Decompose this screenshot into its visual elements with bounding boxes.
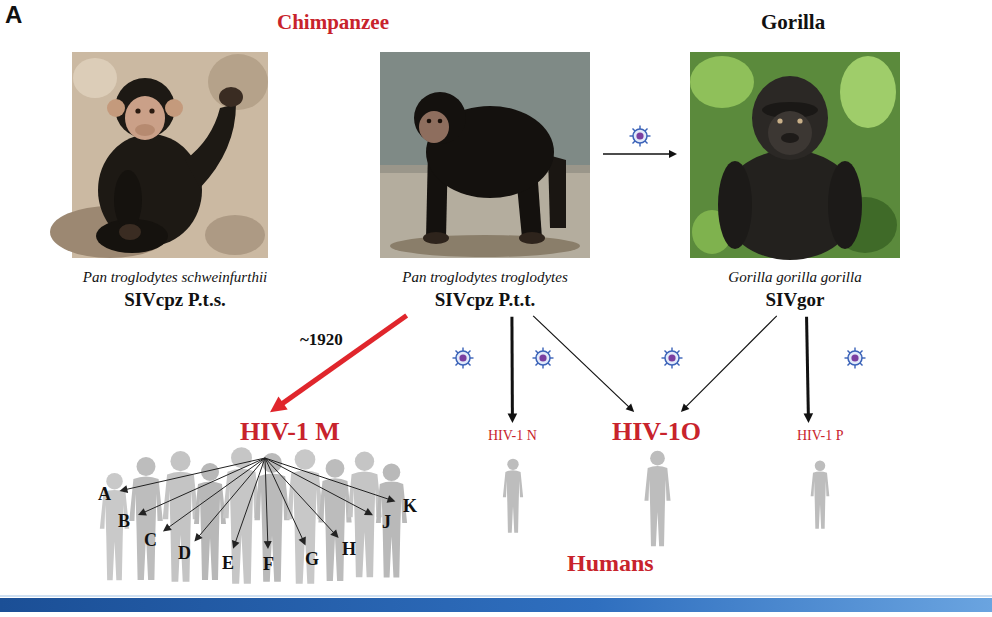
subtype-letter: H (342, 539, 356, 560)
group-name: HIV-1 M (240, 416, 340, 447)
human-figure (811, 461, 830, 529)
panel-letter: A (5, 1, 22, 29)
arrowhead (364, 508, 373, 515)
connector-line (533, 316, 629, 407)
arrowhead (681, 403, 689, 411)
connector-line (265, 458, 389, 499)
human-figure (644, 451, 670, 547)
heading: Humans (567, 550, 654, 578)
connector-line (144, 458, 265, 512)
connector-line (282, 316, 406, 404)
hiv-group: HIV-1 N (482, 426, 543, 447)
arrowhead (264, 541, 272, 549)
species-panel: Pan troglodytes troglodytesSIVcpz P.t.t. (370, 52, 600, 314)
arrowhead (626, 404, 635, 412)
subtype-letter: B (118, 511, 130, 532)
species-name: Pan troglodytes troglodytes (370, 268, 600, 286)
arrowhead (163, 523, 172, 531)
arrowhead (270, 396, 288, 412)
connector-arrow (533, 316, 634, 412)
connector-line (199, 458, 265, 536)
subtype-letter: D (178, 543, 191, 564)
hiv-group: HIV-1 P (791, 426, 850, 447)
date-label: ~1920 (298, 330, 345, 350)
subtype-letter: K (403, 496, 417, 517)
hiv-group: HIV-1O (606, 414, 707, 449)
subtype-letter: F (263, 554, 274, 575)
subtype-letter: G (305, 549, 319, 570)
species-name: Gorilla gorilla gorilla (680, 268, 910, 286)
virus-icon (845, 348, 866, 369)
virus-name: SIVgor (680, 289, 910, 312)
chimpanzee-photo (380, 52, 590, 258)
group-heading: Gorilla (761, 10, 825, 34)
arrowhead (194, 533, 202, 542)
connector-line (265, 458, 303, 539)
connector-line (169, 458, 265, 527)
virus-icon (630, 126, 651, 147)
connector-arrow (270, 316, 407, 413)
subtype-letter: C (144, 530, 157, 551)
arrowhead (232, 540, 240, 549)
group-heading: Chimpanzee (277, 10, 389, 34)
connector-arrow (603, 150, 677, 158)
species-panel: Gorilla gorilla gorillaSIVgor (680, 52, 910, 314)
arrowhead (387, 495, 396, 503)
bar-line (0, 595, 992, 597)
connector-arrow (681, 316, 777, 412)
hiv-group: HIV-1 M (234, 414, 346, 449)
connector-arrow (804, 317, 814, 423)
subtype-arrows (119, 458, 395, 549)
arrowhead (119, 485, 128, 493)
arrowhead (138, 508, 147, 515)
subtype-letter: E (222, 553, 234, 574)
human-figure (503, 459, 523, 533)
arrowhead (804, 413, 814, 423)
virus-icon (453, 348, 474, 369)
group-name: HIV-1O (612, 416, 701, 447)
connector-line (603, 153, 670, 155)
human-crowd (100, 447, 407, 584)
subtype-letter: J (382, 512, 391, 533)
connector-line (510, 317, 513, 415)
virus-name: SIVcpz P.t.s. (60, 289, 290, 312)
group-name: HIV-1 P (797, 428, 844, 445)
group-name: HIV-1 N (488, 428, 537, 445)
connector-line (265, 458, 367, 512)
virus-name: SIVcpz P.t.t. (370, 289, 600, 312)
gorilla-photo (690, 52, 900, 260)
connector-line (126, 458, 265, 489)
species-panel: Pan troglodytes schweinfurthiiSIVcpz P.t… (60, 52, 290, 314)
arrowhead (508, 413, 518, 423)
arrowhead (669, 150, 677, 158)
arrowhead (330, 529, 338, 538)
virus-icon (533, 348, 554, 369)
arrowhead (299, 536, 306, 545)
connector-line (235, 458, 265, 542)
virus-icon (662, 348, 683, 369)
connector-line (807, 317, 809, 415)
bottom-bar (0, 598, 992, 612)
species-name: Pan troglodytes schweinfurthii (60, 268, 290, 286)
chimpanzee-photo (50, 52, 268, 258)
connector-arrow (508, 317, 518, 423)
connector-line (265, 458, 268, 542)
subtype-letter: A (98, 484, 111, 505)
connector-line (686, 316, 777, 407)
